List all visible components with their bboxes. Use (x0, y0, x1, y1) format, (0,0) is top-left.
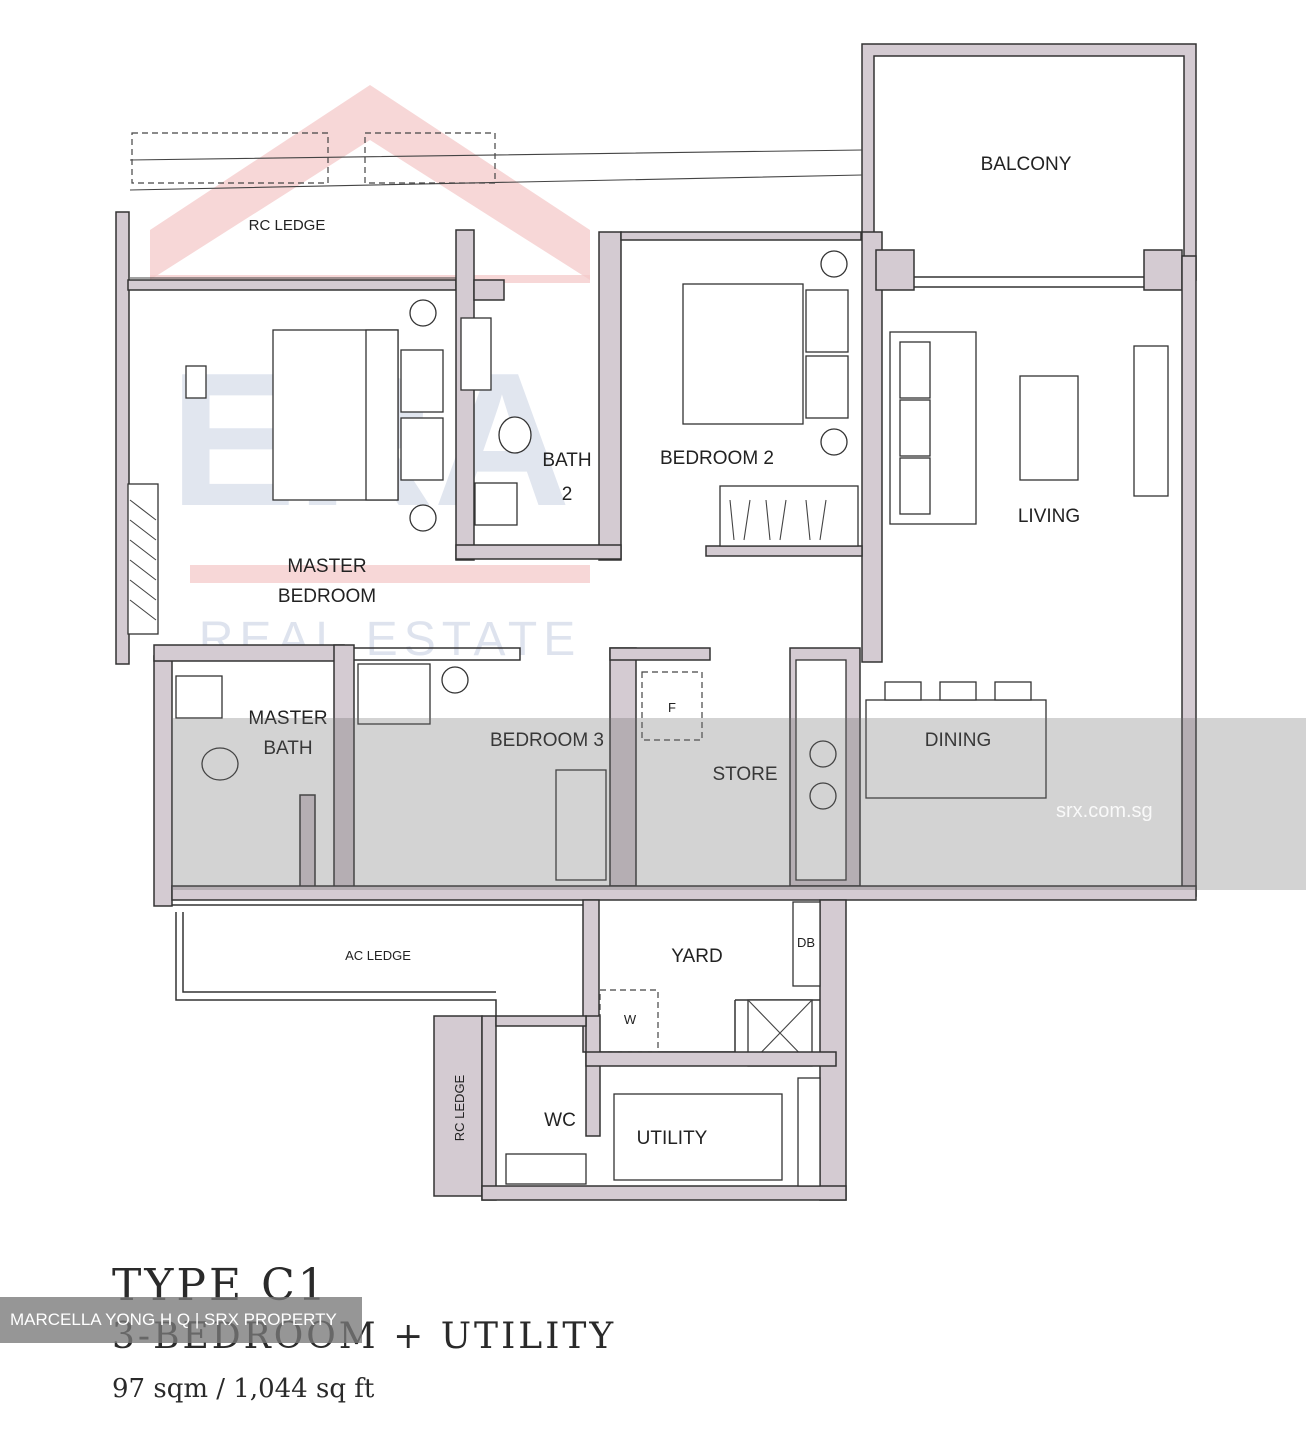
sink-icon (474, 482, 518, 526)
label-bedroom2: BEDROOM 2 (660, 448, 774, 469)
column-right (1143, 249, 1183, 291)
rc-ledge-outline (131, 132, 329, 184)
sofa-cushion (899, 457, 931, 515)
column-left (875, 249, 915, 291)
bedroom2-pillow-2 (805, 355, 849, 419)
hob-icon (809, 782, 837, 810)
master-wardrobe (127, 483, 159, 635)
master-bottom-wall (153, 644, 345, 662)
rc-ledge-line (129, 149, 863, 279)
label-bath2-2: 2 (562, 484, 573, 505)
lamp-icon (409, 299, 437, 327)
label-rc-ledge-side: RC LEDGE (452, 1074, 467, 1141)
utility-divider (585, 1051, 837, 1067)
rc-ledge-outline-2 (364, 132, 496, 184)
dining-chair (994, 681, 1032, 701)
label-yard: YARD (671, 946, 722, 967)
bath2-shower (460, 317, 492, 391)
tv-console (1133, 345, 1169, 497)
utility-left-wall (481, 1015, 497, 1201)
label-dining: DINING (925, 730, 992, 751)
store-wall-top (609, 647, 711, 661)
master-bed-head (365, 329, 399, 501)
master-pillow-1 (400, 349, 444, 413)
sofa-cushion (899, 399, 931, 457)
master-top-wall (127, 279, 457, 291)
watermark-band (172, 718, 1306, 890)
left-wall (115, 211, 130, 665)
master-bath-vanity (175, 675, 223, 719)
label-master-bath-1: MASTER (248, 708, 327, 729)
wardrobe-hatch (729, 499, 827, 541)
label-washer: W (624, 1012, 637, 1027)
bedroom3-desk (357, 663, 431, 725)
hob-icon (809, 740, 837, 768)
band-watermark-text: srx.com.sg (1056, 800, 1153, 822)
bedroom3-wardrobe (555, 769, 607, 881)
bottom-wall (171, 885, 1197, 901)
bedroom3-top-line (354, 647, 521, 661)
label-bedroom3: BEDROOM 3 (490, 730, 604, 751)
dining-table (865, 699, 1047, 799)
wc-top-wall (495, 1015, 587, 1027)
label-master-1: MASTER (287, 556, 366, 577)
label-fridge: F (668, 700, 676, 715)
label-ac-ledge: AC LEDGE (345, 948, 411, 963)
store-wall-left (609, 647, 637, 887)
label-rc-ledge-top: RC LEDGE (249, 217, 326, 234)
db-box (792, 901, 821, 987)
label-store: STORE (712, 764, 777, 785)
label-master-2: BEDROOM (278, 586, 376, 607)
master-pillow-2 (400, 417, 444, 481)
master-desk (185, 365, 207, 399)
lamp-icon (409, 504, 437, 532)
left-wall-lower (153, 655, 173, 907)
dining-chair (939, 681, 977, 701)
utility-bottom-wall (481, 1185, 847, 1201)
agent-banner: MARCELLA YONG H Q | SRX PROPERTY (0, 1297, 362, 1343)
toilet-icon (498, 416, 532, 454)
bath2-wall-top (473, 279, 505, 301)
bedroom2-pillow-1 (805, 289, 849, 353)
dining-chair (884, 681, 922, 701)
fridge-box (641, 671, 703, 741)
bedroom2-bed (682, 283, 804, 425)
ac-ledge-outline (172, 904, 583, 1016)
coffee-table (1019, 375, 1079, 481)
utility-bed (613, 1093, 783, 1181)
bath2-wall-left (455, 229, 475, 561)
lamp-icon (441, 666, 469, 694)
label-utility: UTILITY (637, 1128, 708, 1149)
era-roof-base (150, 275, 590, 283)
kitchen-counter (795, 659, 847, 881)
wardrobe-utility (797, 1077, 821, 1187)
sofa-cushion (899, 341, 931, 399)
wc-partition (585, 1015, 601, 1137)
bath2-wall-right (598, 231, 622, 561)
bath2-wall-bottom (455, 544, 622, 560)
era-logo-underline (190, 565, 590, 583)
bedroom2-wardrobe (719, 485, 859, 547)
label-balcony: BALCONY (981, 154, 1072, 175)
label-db: DB (797, 935, 815, 950)
label-bath2-1: BATH (542, 450, 591, 471)
label-wc: WC (544, 1110, 576, 1131)
yard-wall-right (819, 899, 847, 1201)
unit-area: 97 sqm / 1,044 sq ft (112, 1374, 375, 1404)
lamp-icon (820, 250, 848, 278)
vanity-utility (505, 1153, 587, 1185)
rc-ledge-side-wall (433, 1015, 483, 1197)
living-top-line (914, 276, 1144, 288)
label-living: LIVING (1018, 506, 1080, 527)
wardrobe-hatch (129, 499, 157, 621)
toilet-icon (201, 747, 239, 781)
bedroom2-top-wall (620, 231, 862, 241)
label-master-bath-2: BATH (263, 738, 312, 759)
bedroom2-right-wall (861, 231, 883, 663)
lamp-icon (820, 428, 848, 456)
bedroom2-bottom-wall (705, 545, 863, 557)
